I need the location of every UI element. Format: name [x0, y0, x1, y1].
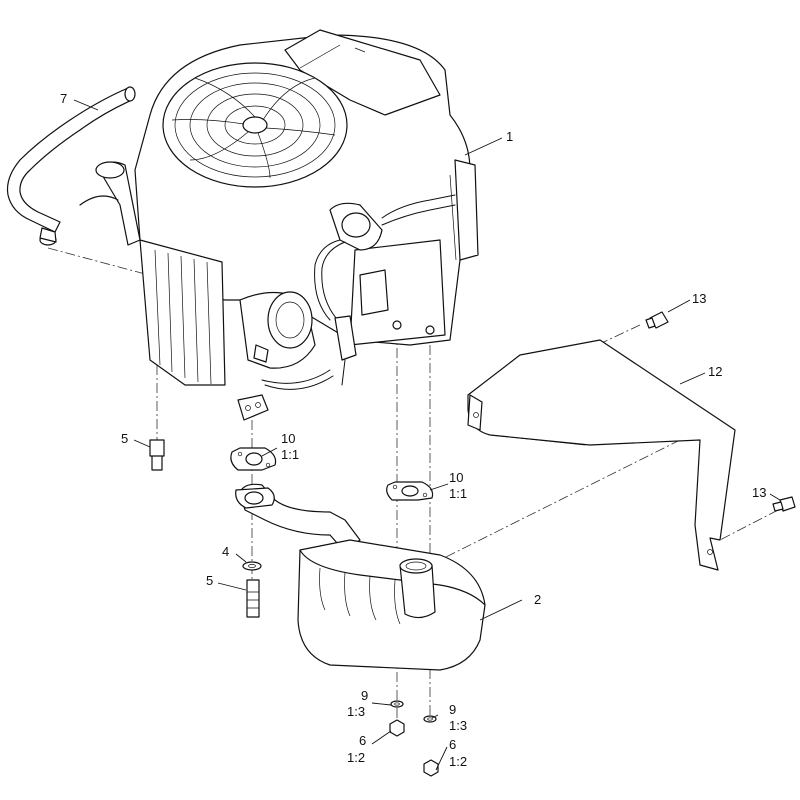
callout-4: 4	[222, 544, 229, 559]
callout-6-right: 6	[449, 737, 456, 752]
callout-12: 12	[708, 364, 722, 379]
breather-hose	[6, 86, 136, 246]
exhaust-gasket-left	[230, 447, 277, 471]
bolt-13-upper	[645, 311, 669, 329]
callout-10-right: 10	[449, 470, 463, 485]
heat-shield	[467, 339, 736, 571]
bolt-13-lower	[772, 496, 796, 512]
bolt-5-lower	[246, 579, 260, 618]
exhaust-gasket-right	[386, 481, 434, 501]
washer-4	[242, 561, 262, 571]
washer-9-left	[390, 700, 404, 708]
callout-6-right-qty: 1:2	[449, 754, 467, 769]
washer-9-right	[423, 715, 437, 723]
nut-6-right	[423, 759, 439, 777]
callout-10-left-qty: 1:1	[281, 447, 299, 462]
nut-6-left	[389, 719, 405, 737]
callout-5-upper: 5	[121, 431, 128, 446]
callout-labels: 1 2 4 5 5 6 1:2 6 1:2 7 9 1:3 9 1:3 10 1…	[60, 91, 766, 769]
callout-9-left: 9	[361, 688, 368, 703]
callout-7: 7	[60, 91, 67, 106]
callout-10-right-qty: 1:1	[449, 486, 467, 501]
callout-13-upper: 13	[692, 291, 706, 306]
bolt-5-left	[149, 439, 165, 471]
callout-9-right-qty: 1:3	[449, 718, 467, 733]
callout-5-lower: 5	[206, 573, 213, 588]
callout-6-left-qty: 1:2	[347, 750, 365, 765]
callout-10-left: 10	[281, 431, 295, 446]
engine	[79, 29, 479, 421]
callout-1: 1	[506, 129, 513, 144]
callout-6-left: 6	[359, 733, 366, 748]
muffler	[235, 483, 486, 671]
callout-13-lower: 13	[752, 485, 766, 500]
callout-9-left-qty: 1:3	[347, 704, 365, 719]
leader-lines	[73, 99, 781, 771]
callout-2: 2	[534, 592, 541, 607]
callout-9-right: 9	[449, 702, 456, 717]
